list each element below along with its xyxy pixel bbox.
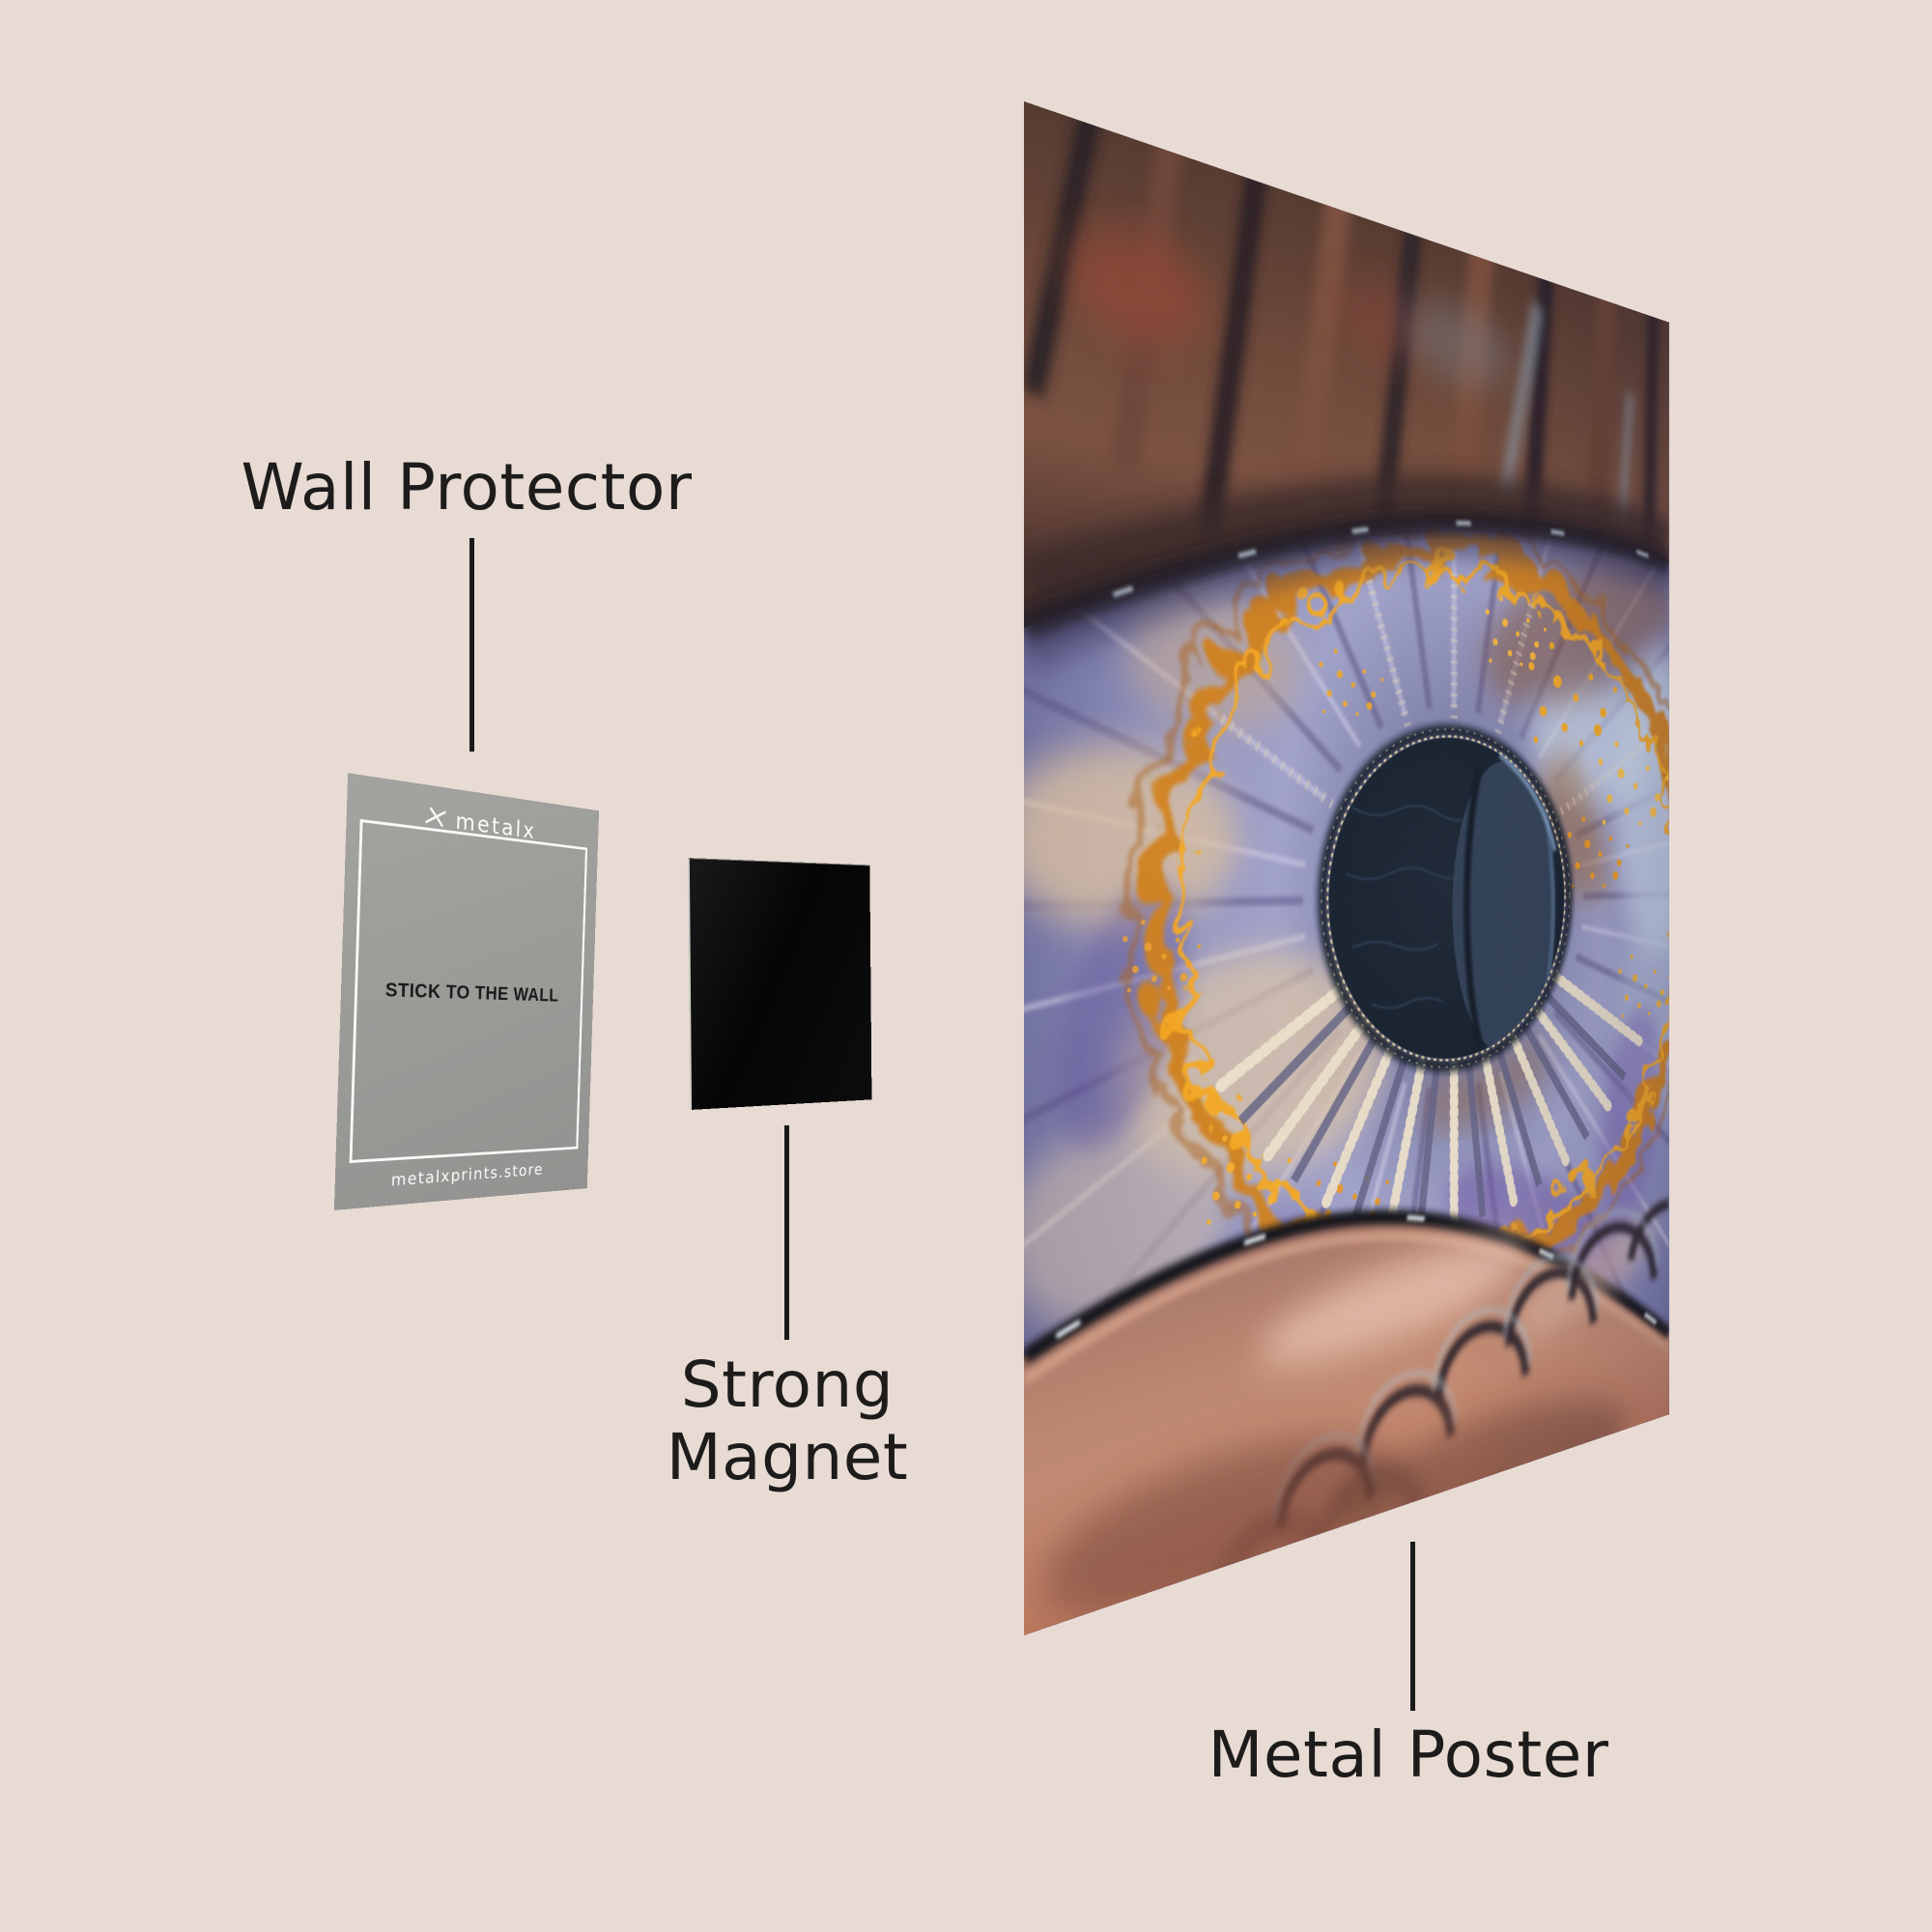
strong-magnet-label-line1: Strong [680,1348,895,1422]
metal-poster-panel [1024,101,1669,1635]
card-footer-text: metalxprints.store [390,1160,544,1191]
strong-magnet-label: Strong Magnet [546,1348,1029,1494]
strong-magnet-pointer-line [784,1125,789,1340]
wall-protector-label: Wall Protector [241,450,693,525]
strong-magnet-label-line2: Magnet [666,1419,909,1494]
wall-protector-pointer-line [469,538,474,752]
metal-poster-label: Metal Poster [1208,1718,1609,1792]
metal-poster-artwork [1024,101,1669,1635]
wall-protector-card: metalx STICK TO THE WALL metalxprints.st… [333,773,600,1210]
strong-magnet-panel [687,858,872,1110]
metal-poster-pointer-line [1410,1542,1415,1711]
